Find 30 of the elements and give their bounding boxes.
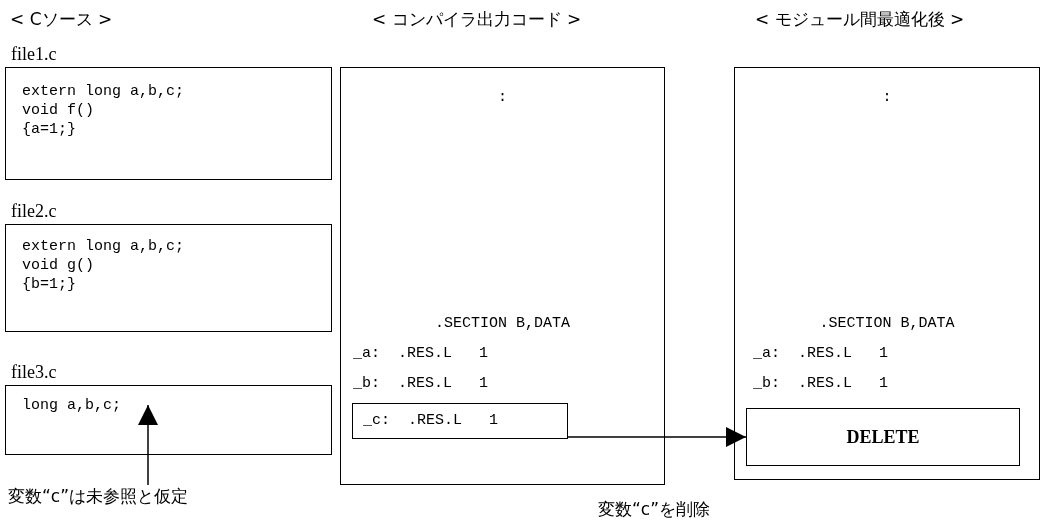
- code-line: .SECTION B,DATA: [818, 314, 956, 333]
- column-heading: < モジュール間最適化後 >: [755, 8, 965, 31]
- file-name: file1.c: [11, 44, 57, 65]
- code-line: long a,b,c;: [22, 396, 122, 415]
- file-name: file3.c: [11, 362, 57, 383]
- code-listing-panel: [734, 67, 1040, 480]
- code-line: {b=1;}: [22, 275, 76, 294]
- arrow: [567, 427, 747, 447]
- column-heading: < Cソース >: [10, 8, 113, 31]
- annotation-text: 変数“c”は未参照と仮定: [8, 485, 188, 508]
- code-line: void g(): [22, 256, 94, 275]
- code-line: _b: .RES.L 1: [353, 374, 489, 393]
- code-line: {a=1;}: [22, 120, 76, 139]
- delete-label: DELETE: [845, 427, 921, 448]
- file-name: file2.c: [11, 201, 57, 222]
- code-line: _c: .RES.L 1: [363, 411, 499, 430]
- code-line: void f(): [22, 101, 94, 120]
- column-heading: < コンパイラ出力コード >: [372, 8, 582, 31]
- delete-box: [746, 408, 1020, 466]
- annotation-text: 変数“c”を削除: [598, 498, 710, 521]
- code-line: _a: .RES.L 1: [753, 344, 889, 363]
- code-line: .SECTION B,DATA: [434, 314, 571, 333]
- code-listing-panel: [340, 67, 665, 485]
- code-line: extern long a,b,c;: [22, 237, 185, 256]
- code-line: extern long a,b,c;: [22, 82, 185, 101]
- code-line: :: [497, 88, 508, 107]
- arrow: [138, 404, 158, 486]
- code-line: _a: .RES.L 1: [353, 344, 489, 363]
- code-line: _b: .RES.L 1: [753, 374, 889, 393]
- code-line: :: [881, 88, 893, 107]
